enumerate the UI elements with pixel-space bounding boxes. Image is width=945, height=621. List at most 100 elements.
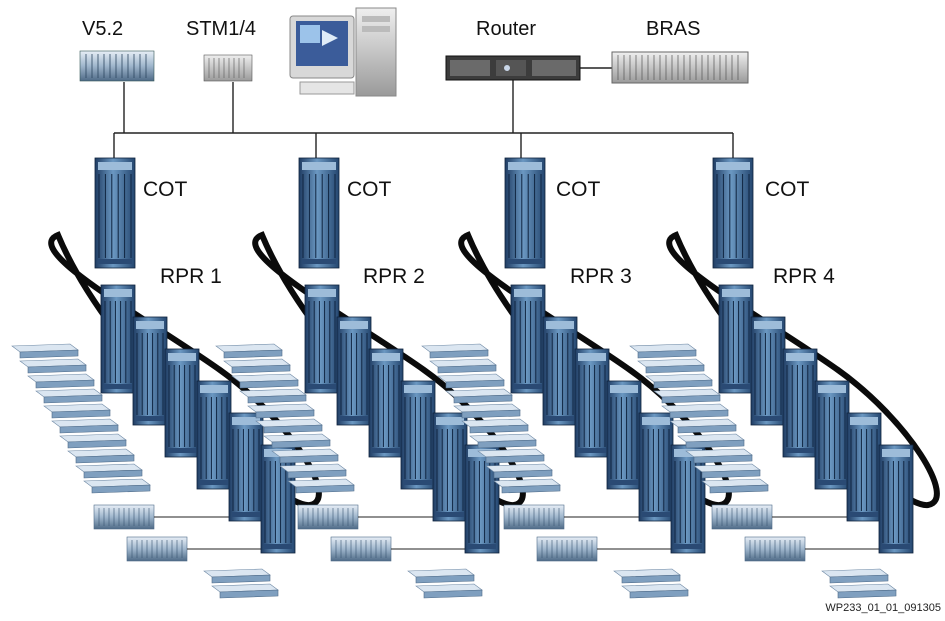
cot-rack [94,157,136,269]
rpr-node-rack [260,444,296,554]
rpr-node-rack [750,316,786,426]
access-shelf [35,388,103,404]
cot-label-3: COT [556,178,601,201]
access-shelf [27,373,95,389]
rpr-label-2: RPR 2 [363,265,425,288]
access-shelf [231,373,299,389]
access-shelf [653,388,721,404]
rpr-node-rack [132,316,168,426]
access-shelf [445,388,513,404]
cot-label-4: COT [765,178,810,201]
access-shelf [744,536,806,562]
access-shelf [83,478,151,494]
access-shelf [247,403,315,419]
figure-id-caption: WP233_01_01_091305 [825,602,941,614]
rpr-cluster-3 [421,157,732,599]
rpr-node-rack [228,412,264,522]
rpr-node-rack [542,316,578,426]
access-shelf [203,568,271,584]
rpr-label-3: RPR 3 [570,265,632,288]
bras-rack-icon [611,51,749,84]
access-shelf [485,463,553,479]
access-shelf [279,463,347,479]
equipment-shelf-icon [203,54,253,82]
rpr-node-rack [574,348,610,458]
stm-label: STM1/4 [186,18,257,40]
access-shelf [469,433,537,449]
rpr-node-rack [368,348,404,458]
access-shelf [330,536,392,562]
access-shelf [461,418,529,434]
rpr-node-rack [100,284,136,394]
backbone-lines [113,67,734,158]
access-shelf [701,478,769,494]
equipment-shelf-icon [79,50,155,82]
access-shelf [215,343,283,359]
access-shelf [19,358,87,374]
access-shelf [503,504,565,530]
access-shelf [829,583,897,599]
rpr-cluster-4 [629,157,940,599]
access-shelf [693,463,761,479]
rpr-node-rack [304,284,340,394]
access-shelf [429,358,497,374]
rpr-node-rack [814,380,850,490]
access-shelf [11,343,79,359]
access-shelf [223,358,291,374]
cot-rack [712,157,754,269]
rpr-clusters [11,157,940,599]
access-shelf [669,418,737,434]
rpr-node-rack [400,380,436,490]
router-label: Router [476,18,537,40]
access-shelf [477,448,545,464]
access-shelf [67,448,135,464]
rpr-node-rack [164,348,200,458]
access-shelf [93,504,155,530]
access-shelf [685,448,753,464]
rpr-node-rack [846,412,882,522]
v52-label: V5.2 [82,18,124,40]
access-shelf [43,403,111,419]
rpr-node-rack [510,284,546,394]
rpr-node-rack [782,348,818,458]
access-shelf [297,504,359,530]
access-shelf [239,388,307,404]
bras-label: BRAS [646,18,701,40]
access-shelf [211,583,279,599]
access-shelf [629,343,697,359]
rpr-node-rack [336,316,372,426]
access-shelf [621,583,689,599]
access-shelf [59,433,127,449]
access-shelf [536,536,598,562]
access-shelf [661,403,729,419]
access-shelf [493,478,561,494]
access-shelf [75,463,143,479]
rpr-node-rack [606,380,642,490]
access-shelf [287,478,355,494]
access-shelf [613,568,681,584]
access-shelf [821,568,889,584]
access-shelf [51,418,119,434]
cot-label-2: COT [347,178,392,201]
rpr-node-rack [718,284,754,394]
access-shelf [415,583,483,599]
rpr-node-rack [196,380,232,490]
access-shelf [263,433,331,449]
access-shelf [645,373,713,389]
rpr-label-1: RPR 1 [160,265,222,288]
access-shelf [453,403,521,419]
rpr-node-rack [432,412,468,522]
access-shelf [126,536,188,562]
cot-label-1: COT [143,178,188,201]
computer-icon [289,7,397,97]
access-shelf [421,343,489,359]
access-shelf [407,568,475,584]
cot-rack [504,157,546,269]
access-shelf [711,504,773,530]
access-shelf [271,448,339,464]
access-shelf [637,358,705,374]
access-shelf [677,433,745,449]
access-shelf [255,418,323,434]
